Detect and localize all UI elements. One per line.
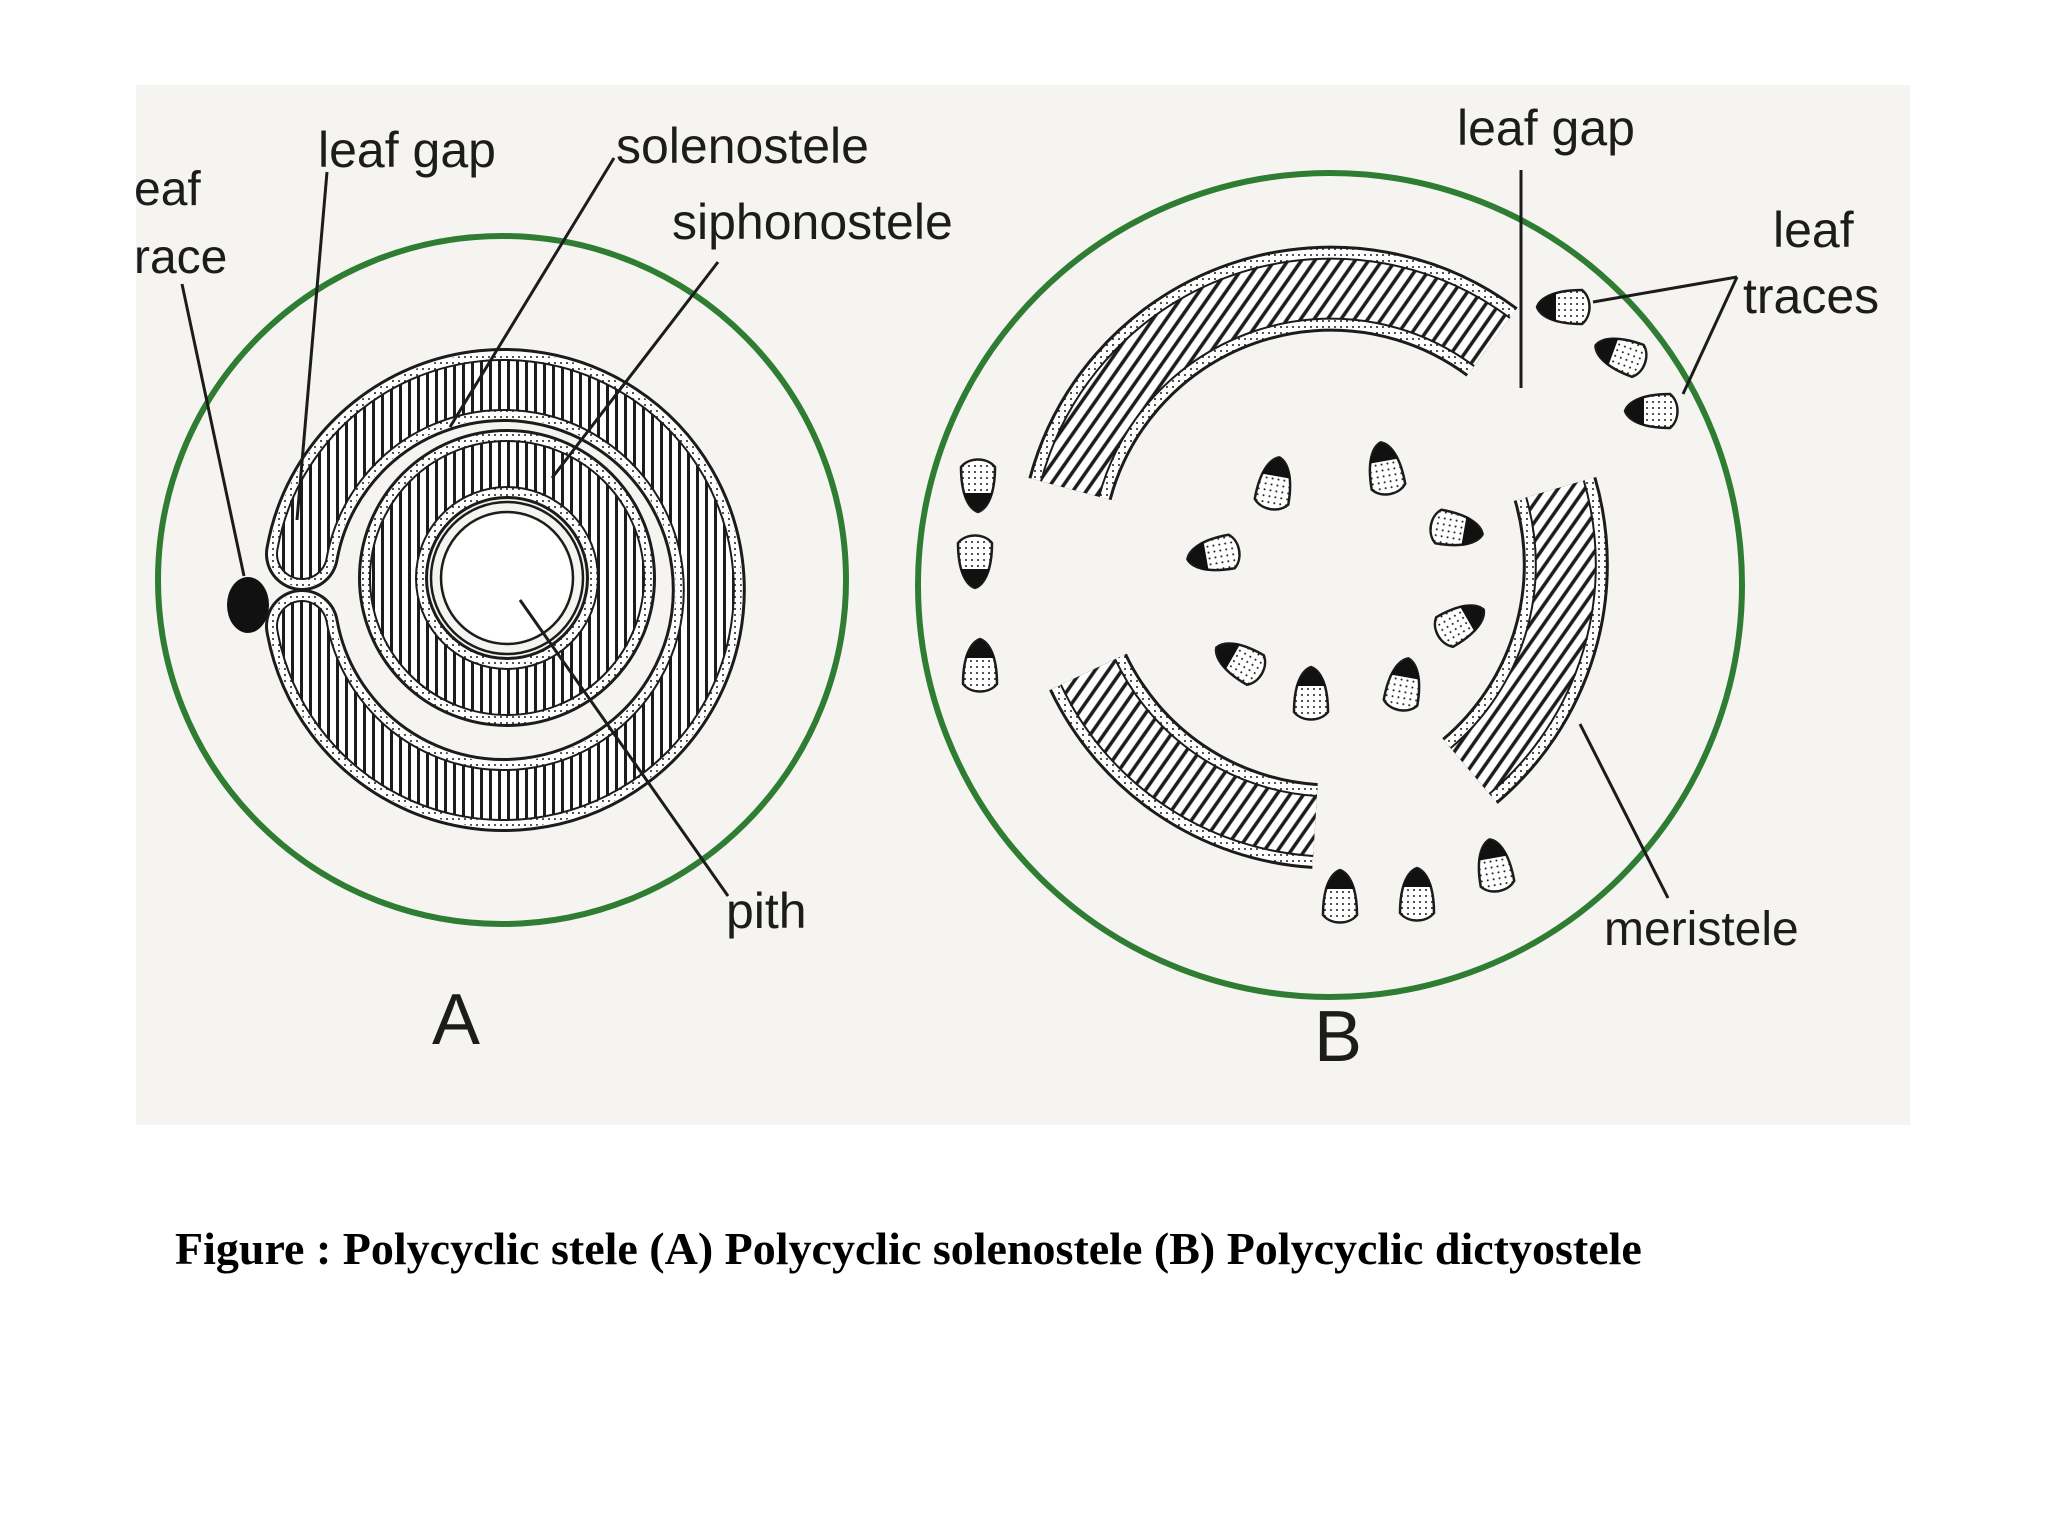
leaf-trace-label-a-line2: race: [134, 231, 227, 284]
leaf-trace-label-a-line1: eaf: [134, 163, 201, 216]
leaf-traces-label-line1: leaf: [1773, 202, 1854, 258]
vascular-bundle: [1623, 392, 1679, 430]
vascular-bundle: [1214, 642, 1267, 687]
vascular-bundle: [956, 534, 994, 590]
meristele-label: meristele: [1604, 903, 1799, 956]
vascular-bundle: [1429, 508, 1484, 547]
meristele-lower-left: [1049, 652, 1319, 869]
figure-a: eaf race leaf gap solenostele siphonoste…: [134, 118, 953, 1060]
leaf-gap-label-b: leaf gap: [1457, 100, 1635, 156]
vascular-bundle: [961, 637, 999, 693]
vascular-bundles: [956, 288, 1679, 924]
leaf-trace-a: [227, 577, 269, 633]
vascular-bundle: [1433, 604, 1486, 649]
vascular-bundle: [1253, 456, 1292, 511]
pith-area: [443, 514, 571, 642]
leaf-traces-label-line2: traces: [1743, 268, 1879, 324]
figure-caption: Figure : Polycyclic stele (A) Polycyclic…: [175, 1223, 1642, 1274]
figure-b: leaf gap leaf traces meristele B: [915, 100, 1879, 1077]
vascular-bundle: [1398, 866, 1436, 922]
meristele-top: [1028, 245, 1518, 501]
figure-b-letter: B: [1314, 997, 1362, 1077]
siphonostele-ring: [358, 429, 656, 727]
epidermis-ring-b: [915, 170, 1745, 1000]
leaf-gap-label-a: leaf gap: [318, 122, 496, 178]
vascular-bundle: [1368, 441, 1407, 496]
leader-lines-b: [1578, 275, 1739, 899]
solenostele-band: [265, 348, 746, 832]
vascular-bundle: [1594, 337, 1648, 379]
meristele-right: [1441, 476, 1609, 804]
vascular-bundle: [1292, 665, 1330, 721]
siphonostele-label: siphonostele: [672, 194, 953, 250]
leader-lines-a: [180, 157, 730, 897]
vascular-bundle: [1535, 288, 1591, 326]
vascular-bundle: [1477, 838, 1516, 893]
vascular-bundle: [959, 458, 997, 514]
vascular-bundle: [1382, 657, 1421, 712]
pith-label: pith: [726, 883, 807, 939]
epidermis-ring-a: [155, 233, 849, 927]
vascular-bundle: [1186, 533, 1241, 572]
figure-a-letter: A: [432, 980, 480, 1060]
vascular-bundle: [1321, 868, 1359, 924]
solenostele-label: solenostele: [616, 118, 869, 174]
